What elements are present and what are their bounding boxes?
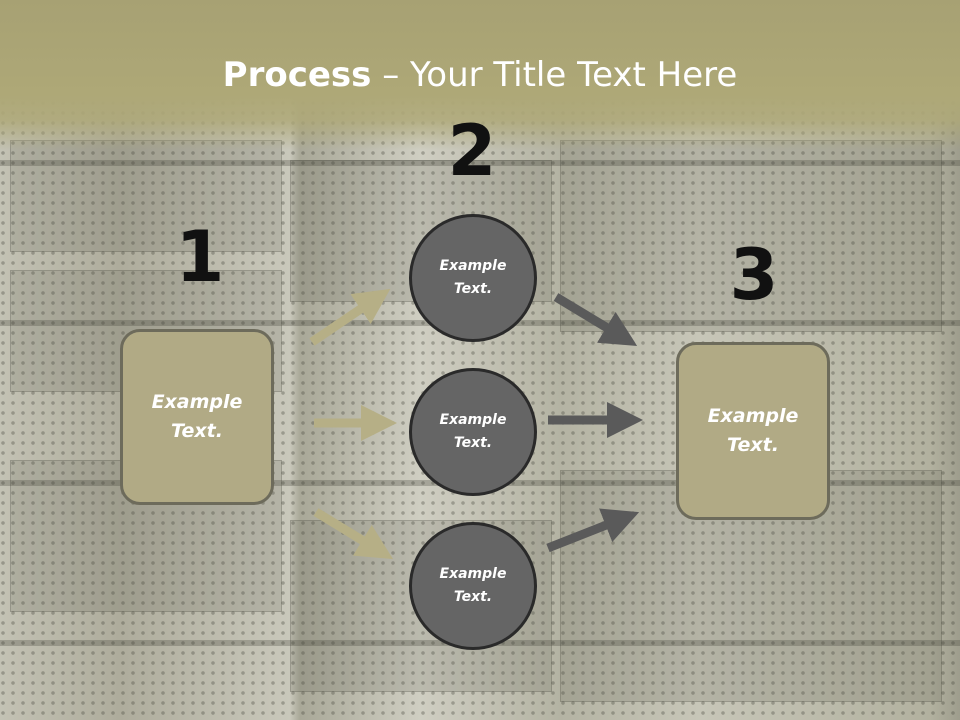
step-3-box[interactable]: Example Text. [676, 342, 830, 520]
arrow-bottom-to-3 [546, 508, 640, 553]
step-2-number: 2 [447, 110, 497, 192]
step-3-number: 3 [729, 234, 779, 316]
arrow-1-to-top [309, 288, 391, 346]
circle-top-line1: Example [439, 258, 507, 274]
circle-middle-line2: Text. [453, 435, 493, 451]
step-1-number: 1 [175, 216, 225, 298]
arrow-top-to-3 [553, 293, 638, 346]
title-separator: – [371, 55, 411, 95]
circle-top[interactable]: Example Text. [409, 214, 537, 342]
circle-bottom[interactable]: Example Text. [409, 522, 537, 650]
title-bold: Process [222, 55, 372, 95]
circle-bottom-line2: Text. [453, 589, 493, 605]
step-1-text-line2: Text. [171, 420, 223, 442]
circle-middle-line1: Example [439, 412, 507, 428]
step-1-box[interactable]: Example Text. [120, 329, 274, 505]
step-3-text-line2: Text. [727, 434, 779, 456]
step-3-text-line1: Example [707, 405, 799, 427]
arrow-1-to-bottom [313, 508, 394, 560]
circle-top-line2: Text. [453, 281, 493, 297]
header-band [0, 0, 960, 150]
circle-middle[interactable]: Example Text. [409, 368, 537, 496]
circle-bottom-line1: Example [439, 566, 507, 582]
slide-title: Process – Your Title Text Here [0, 54, 960, 96]
title-rest: Your Title Text Here [410, 55, 738, 95]
step-1-text-line1: Example [151, 391, 243, 413]
